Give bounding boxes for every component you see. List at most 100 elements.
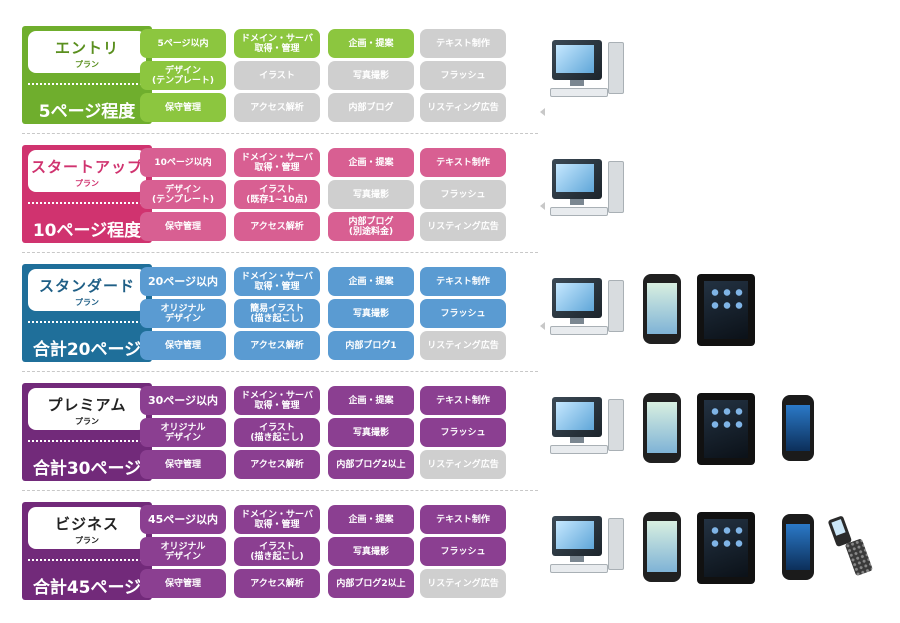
row-separator xyxy=(22,371,538,372)
feature-included: 写真撮影 xyxy=(328,537,414,566)
feature-included: 企画・提案 xyxy=(328,267,414,296)
feature-excluded: 写真撮影 xyxy=(328,180,414,209)
phone-screen xyxy=(647,402,677,453)
feature-excluded: リスティング広告 xyxy=(420,450,506,479)
plan-label: スタンダードプラン合計20ページ xyxy=(22,264,152,362)
pc-stand xyxy=(570,318,584,324)
feature-included: 企画・提案 xyxy=(328,29,414,58)
plan-pages: 合計30ページ xyxy=(32,459,142,479)
feature-included: 保守管理 xyxy=(140,331,226,360)
pc-stand xyxy=(570,199,584,205)
feature-included: フラッシュ xyxy=(420,299,506,328)
feature-excluded: 内部ブログ xyxy=(328,93,414,122)
feature-included: 内部ブログ (別途料金) xyxy=(328,212,414,241)
feature-included: フラッシュ xyxy=(420,537,506,566)
feature-included: 企画・提案 xyxy=(328,148,414,177)
feature-included: 保守管理 xyxy=(140,93,226,122)
tablet-app-grid xyxy=(709,524,743,550)
game-console-icon xyxy=(782,395,814,461)
feature-included: イラスト (既存1~10点) xyxy=(234,180,320,209)
tablet-app-grid xyxy=(709,286,743,312)
feature-excluded: テキスト制作 xyxy=(420,29,506,58)
feature-included: ドメイン・サーバ 取得・管理 xyxy=(234,29,320,58)
feature-excluded: フラッシュ xyxy=(420,61,506,90)
feature-included: オリジナル デザイン xyxy=(140,418,226,447)
plan-label: プレミアムプラン合計30ページ xyxy=(22,383,152,481)
dotted-divider xyxy=(28,202,146,204)
plan-pages: 10ページ程度 xyxy=(32,221,142,241)
plan-name: エントリ xyxy=(54,39,119,57)
desktop-pc-icon xyxy=(550,40,630,98)
feature-included: 写真撮影 xyxy=(328,299,414,328)
pc-keyboard xyxy=(550,564,608,573)
pc-tower xyxy=(608,161,624,213)
dotted-divider xyxy=(28,559,146,561)
feature-included: アクセス解析 xyxy=(234,569,320,598)
pc-stand xyxy=(570,556,584,562)
pc-tower xyxy=(608,42,624,94)
feature-included: 企画・提案 xyxy=(328,386,414,415)
feature-excluded: 写真撮影 xyxy=(328,61,414,90)
feature-excluded: リスティング広告 xyxy=(420,212,506,241)
plan-sub: プラン xyxy=(75,179,99,188)
plan-name: スタートアップ xyxy=(30,158,143,176)
feature-included: テキスト制作 xyxy=(420,148,506,177)
pc-screen xyxy=(556,45,594,73)
feature-included: フラッシュ xyxy=(420,418,506,447)
pc-tower xyxy=(608,518,624,570)
pointer-arrow xyxy=(540,202,545,210)
plan-sub: プラン xyxy=(75,417,99,426)
plan-name: ビジネス xyxy=(54,515,119,533)
tablet-icon xyxy=(697,274,755,346)
feature-included: アクセス解析 xyxy=(234,450,320,479)
plan-row: スタートアッププラン 10ページ程度 10ページ以内ドメイン・サーバ 取得・管理企画… xyxy=(22,145,538,243)
flip-phone-icon xyxy=(822,509,882,585)
plan-name-box: プレミアムプラン xyxy=(28,388,146,430)
pc-screen xyxy=(556,164,594,192)
smartphone-icon xyxy=(643,274,681,344)
desktop-pc-icon xyxy=(550,159,630,217)
pointer-arrow xyxy=(540,322,545,330)
desktop-pc-icon xyxy=(550,516,630,574)
plan-sub: プラン xyxy=(75,536,99,545)
plan-pages: 合計45ページ xyxy=(32,578,142,598)
plan-label: ビジネスプラン合計45ページ xyxy=(22,502,152,600)
feature-included: ドメイン・サーバ 取得・管理 xyxy=(234,505,320,534)
plan-label: スタートアッププラン 10ページ程度 xyxy=(22,145,152,243)
plan-name: スタンダード xyxy=(38,277,135,295)
feature-included: デザイン (テンプレート) xyxy=(140,61,226,90)
pc-screen xyxy=(556,283,594,311)
feature-included: オリジナル デザイン xyxy=(140,537,226,566)
plan-name: プレミアム xyxy=(47,396,127,414)
feature-excluded: アクセス解析 xyxy=(234,93,320,122)
feature-included: 45ページ以内 xyxy=(140,505,226,534)
tablet-icon xyxy=(697,512,755,584)
feature-included: ドメイン・サーバ 取得・管理 xyxy=(234,267,320,296)
feature-included: テキスト制作 xyxy=(420,505,506,534)
feature-included: 30ページ以内 xyxy=(140,386,226,415)
feature-included: 内部ブログ2以上 xyxy=(328,569,414,598)
feature-included: ドメイン・サーバ 取得・管理 xyxy=(234,148,320,177)
flip-phone-keypad xyxy=(844,538,874,577)
feature-excluded: リスティング広告 xyxy=(420,93,506,122)
feature-included: テキスト制作 xyxy=(420,386,506,415)
feature-included: 10ページ以内 xyxy=(140,148,226,177)
feature-included: デザイン (テンプレート) xyxy=(140,180,226,209)
feature-included: イラスト (描き起こし) xyxy=(234,418,320,447)
pc-screen xyxy=(556,521,594,549)
feature-included: アクセス解析 xyxy=(234,212,320,241)
dotted-divider xyxy=(28,83,146,85)
dotted-divider xyxy=(28,321,146,323)
feature-included: 5ページ以内 xyxy=(140,29,226,58)
pc-stand xyxy=(570,80,584,86)
feature-included: 保守管理 xyxy=(140,569,226,598)
plan-sub: プラン xyxy=(75,298,99,307)
feature-included: 内部ブログ1 xyxy=(328,331,414,360)
feature-excluded: イラスト xyxy=(234,61,320,90)
pointer-arrow xyxy=(540,108,545,116)
tablet-icon xyxy=(697,393,755,465)
pc-keyboard xyxy=(550,207,608,216)
